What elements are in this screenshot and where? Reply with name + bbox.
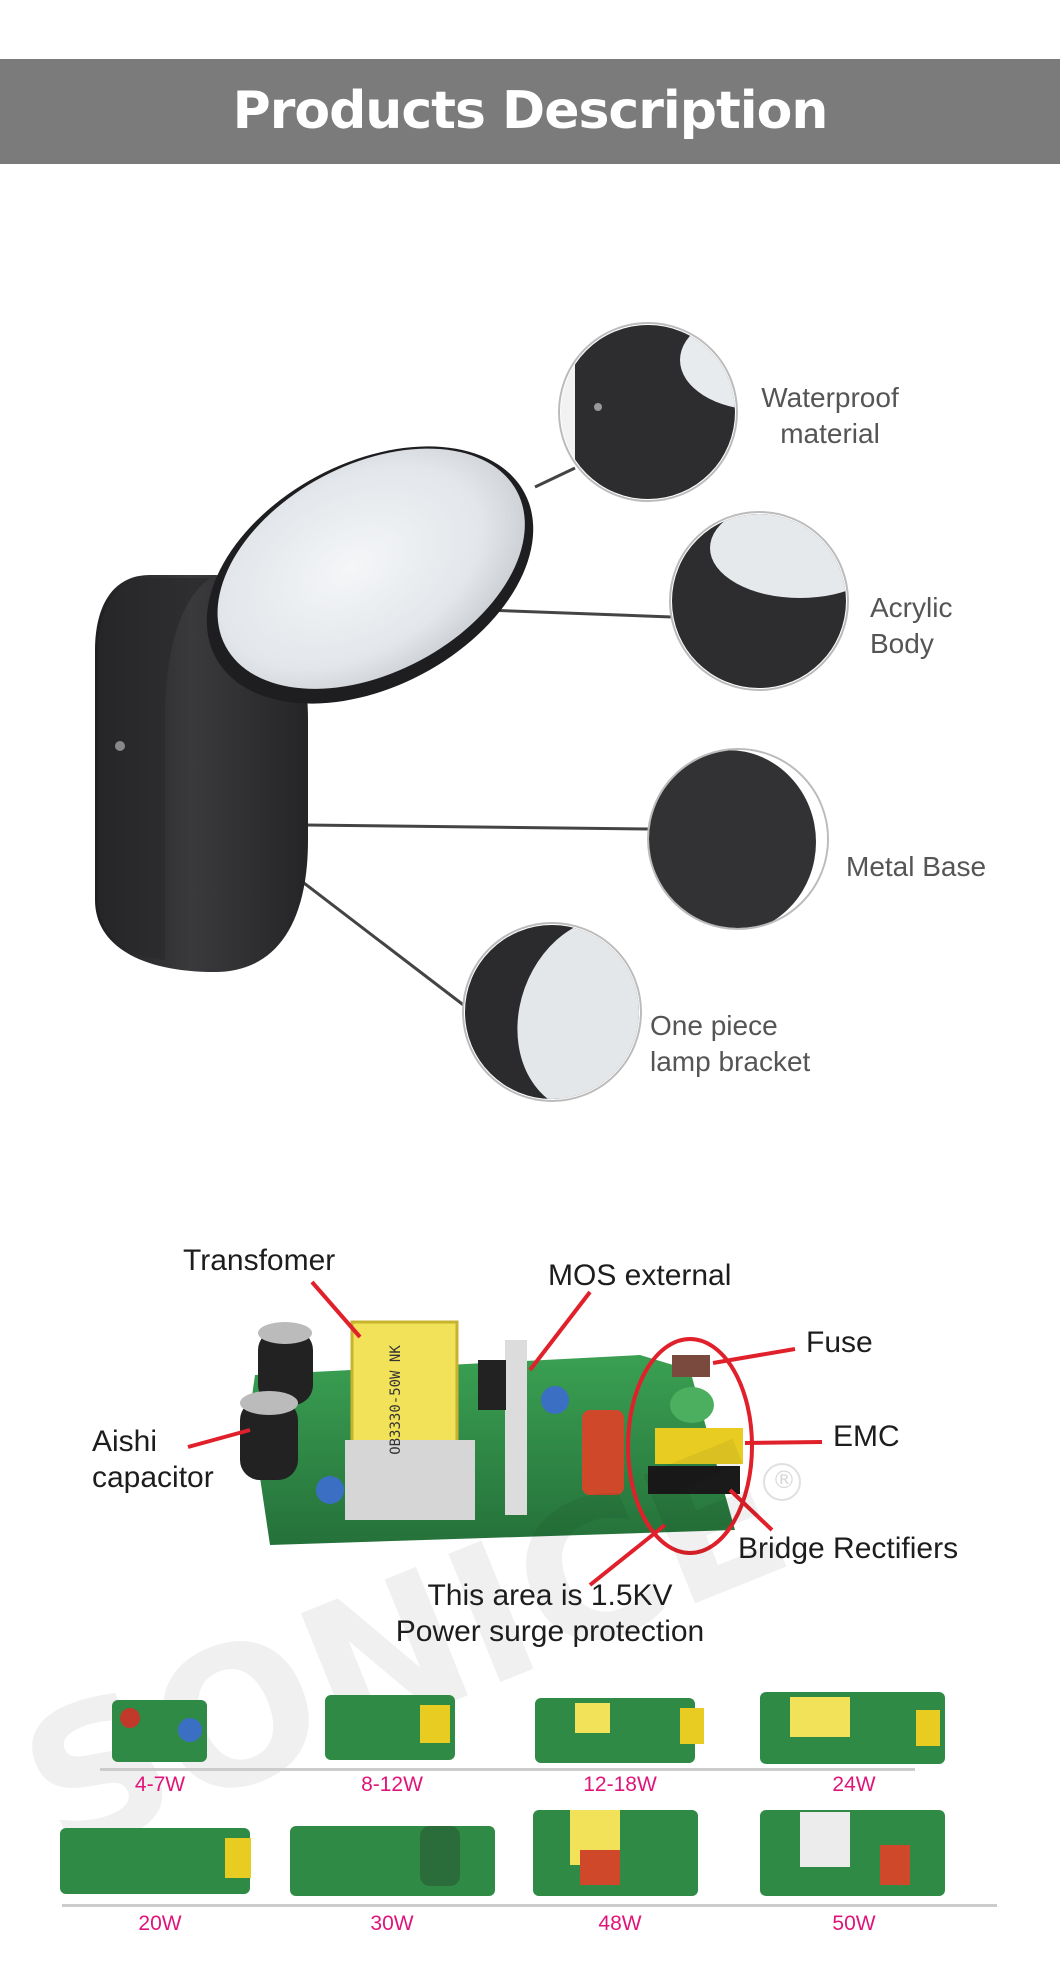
leader-lines xyxy=(299,466,673,1012)
feature-label-bracket: One piece lamp bracket xyxy=(650,1010,811,1077)
zoom-metal-base xyxy=(647,748,829,930)
watt-label: 4-7W xyxy=(134,1773,186,1796)
pcb-callout-lines xyxy=(187,1280,823,1587)
watt-label: 50W xyxy=(832,1912,876,1935)
pcb-board: OB3330-50W NK xyxy=(240,1320,754,1555)
feature-label-acrylic: Acrylic Body xyxy=(870,592,953,659)
svg-text:OB3330-50W NK: OB3330-50W NK xyxy=(388,1345,404,1455)
driver-thumbnails xyxy=(60,1692,945,1896)
watt-label: 8-12W xyxy=(361,1773,423,1796)
lamp-diffuser xyxy=(206,446,534,704)
feature-label-metal-base: Metal Base xyxy=(846,851,987,882)
divider-row-1 xyxy=(100,1768,915,1771)
label-capacitor: Aishi capacitor xyxy=(92,1425,214,1494)
watt-label: 12-18W xyxy=(583,1773,657,1796)
label-mos: MOS external xyxy=(548,1259,732,1292)
divider-row-2 xyxy=(62,1904,997,1907)
label-emc: EMC xyxy=(833,1420,900,1453)
label-fuse: Fuse xyxy=(806,1326,873,1359)
watt-label: 48W xyxy=(598,1912,642,1935)
watt-label: 20W xyxy=(138,1912,182,1935)
feature-label-waterproof: Waterproof material xyxy=(761,382,899,449)
label-transformer: Transfomer xyxy=(183,1244,336,1277)
watt-label: 24W xyxy=(832,1773,876,1796)
zoom-acrylic xyxy=(669,511,849,691)
watt-label: 30W xyxy=(370,1912,414,1935)
label-protection: This area is 1.5KV Power surge protectio… xyxy=(395,1579,705,1648)
label-bridge: Bridge Rectifiers xyxy=(738,1532,959,1565)
header-bar xyxy=(0,59,1060,164)
zoom-bracket xyxy=(462,922,642,1102)
watermark-mark: ® xyxy=(772,1466,796,1494)
page-title: Products Description xyxy=(232,81,829,141)
